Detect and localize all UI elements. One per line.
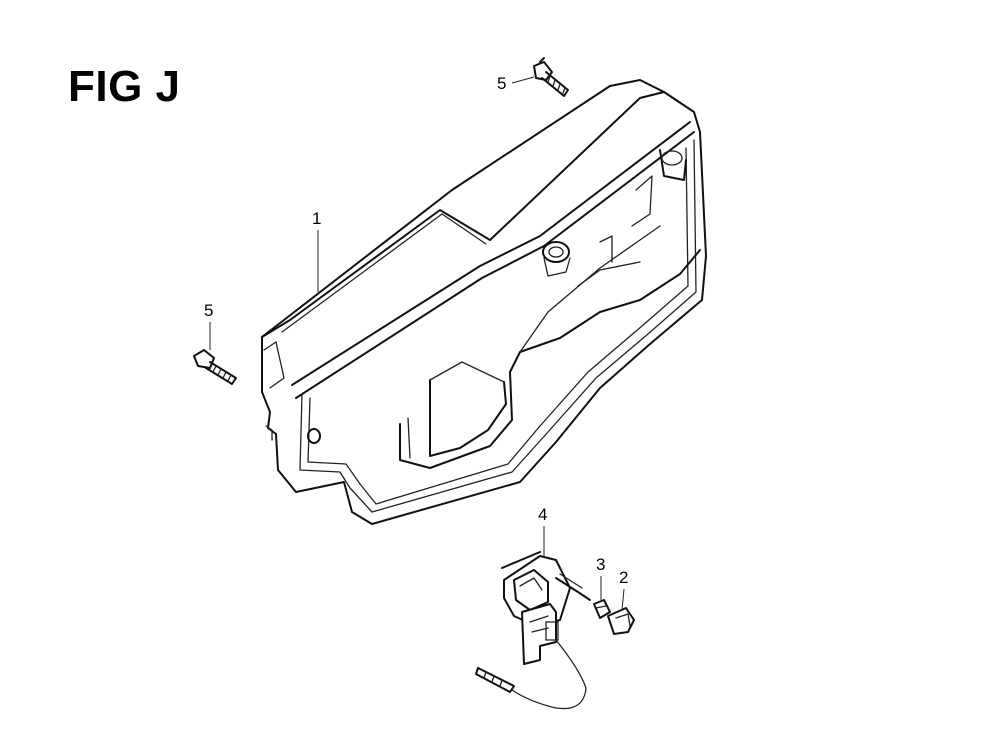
callout-5-upper-label: 5 <box>497 74 506 93</box>
connector-sleeve-part <box>593 599 611 619</box>
oil-level-switch-part <box>475 551 591 710</box>
connector-cap-part <box>607 607 635 635</box>
callout-5-upper: 5 <box>497 74 535 93</box>
figure-title: FIG J <box>68 62 181 111</box>
callout-4: 4 <box>538 505 547 558</box>
callout-5-left: 5 <box>204 301 213 350</box>
callout-5-left-label: 5 <box>204 301 213 320</box>
flange-bolt-upper <box>533 57 569 97</box>
callout-2-label: 2 <box>619 568 628 587</box>
callout-1: 1 <box>312 209 321 292</box>
callout-3-label: 3 <box>596 555 605 574</box>
callout-3: 3 <box>596 555 605 600</box>
callout-2: 2 <box>619 568 628 611</box>
callout-4-label: 4 <box>538 505 547 524</box>
callout-1-label: 1 <box>312 209 321 228</box>
engine-cover-part <box>261 79 707 525</box>
flange-bolt-left <box>193 349 237 385</box>
